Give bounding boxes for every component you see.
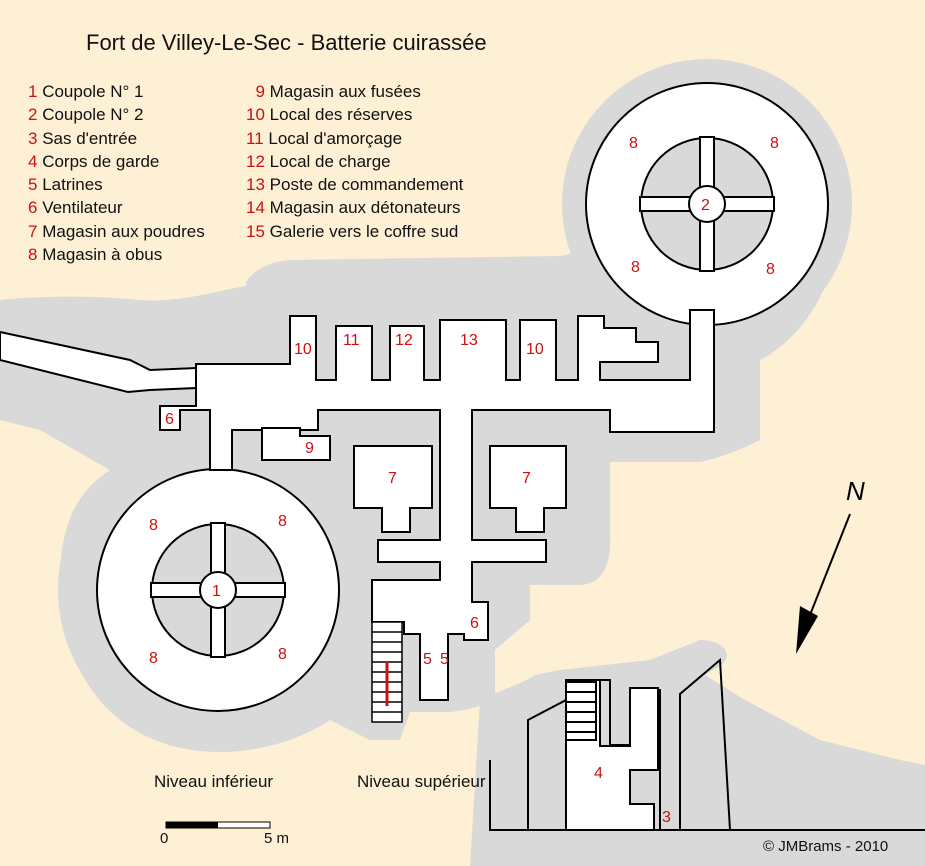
north-arrow: N [796, 476, 865, 654]
scale-start-label: 0 [160, 830, 169, 847]
legend-item: 4 Corps de garde [28, 151, 160, 171]
legend-item: 5 Latrines [28, 175, 103, 195]
label-5: 5 [440, 651, 449, 668]
diagram-title: Fort de Villey-Le-Sec - Batterie cuirass… [86, 30, 487, 55]
label-cupola-1: 1 [212, 583, 221, 600]
plan-labels: 2 1 8 8 8 8 8 8 8 8 10 11 12 13 10 9 7 7… [149, 135, 779, 826]
upper-rooms [527, 657, 732, 831]
cupola-2 [585, 82, 829, 326]
label-8: 8 [278, 513, 287, 530]
legend-item: 11 Local d'amorçage [246, 128, 403, 148]
credit: © JMBrams - 2010 [763, 838, 889, 855]
label-cupola-2: 2 [701, 197, 710, 214]
label-8: 8 [770, 135, 779, 152]
north-label: N [846, 476, 865, 506]
cupola-1 [96, 468, 340, 712]
label-7: 7 [522, 470, 531, 487]
label-5: 5 [423, 651, 432, 668]
legend-item: 12 Local de charge [246, 151, 391, 171]
level-upper-label: Niveau supérieur [357, 772, 486, 791]
legend-right: 9 Magasin aux fusées 10 Local des réserv… [246, 80, 463, 243]
legend-item: 13 Poste de commandement [246, 175, 464, 195]
legend-item: 15 Galerie vers le coffre sud [246, 221, 459, 241]
label-13: 13 [460, 332, 478, 349]
label-8: 8 [629, 135, 638, 152]
label-8: 8 [149, 517, 158, 534]
legend-item: 10 Local des réserves [246, 105, 413, 125]
label-8: 8 [766, 261, 775, 278]
label-9: 9 [305, 440, 314, 457]
label-4: 4 [594, 765, 603, 782]
label-8: 8 [631, 259, 640, 276]
label-12: 12 [395, 332, 413, 349]
legend-item: 1 Coupole N° 1 [28, 82, 144, 101]
legend-item: 6 Ventilateur [28, 198, 123, 218]
scale-bar [165, 821, 271, 829]
label-10: 10 [526, 341, 544, 358]
corridors [159, 309, 715, 701]
legend-item: 9 Magasin aux fusées [255, 82, 421, 101]
legend-item: 2 Coupole N° 2 [28, 105, 144, 125]
label-3: 3 [662, 809, 671, 826]
legend-item: 8 Magasin à obus [28, 245, 163, 265]
label-7: 7 [388, 470, 397, 487]
legend-item: 14 Magasin aux détonateurs [246, 198, 461, 218]
legend-item: 3 Sas d'entrée [28, 128, 138, 148]
label-8: 8 [149, 650, 158, 667]
legend-item: 7 Magasin aux poudres [28, 221, 205, 241]
label-8: 8 [278, 646, 287, 663]
masonry-upper [470, 640, 925, 866]
label-6: 6 [165, 411, 174, 428]
stair-lower [371, 621, 403, 723]
label-11: 11 [343, 332, 360, 349]
legend-left: 1 Coupole N° 1 2 Coupole N° 2 3 Sas d'en… [28, 80, 205, 266]
scale-end-label: 5 m [264, 830, 290, 847]
label-6: 6 [470, 615, 479, 632]
label-10: 10 [294, 341, 312, 358]
level-lower-label: Niveau inférieur [154, 772, 274, 791]
